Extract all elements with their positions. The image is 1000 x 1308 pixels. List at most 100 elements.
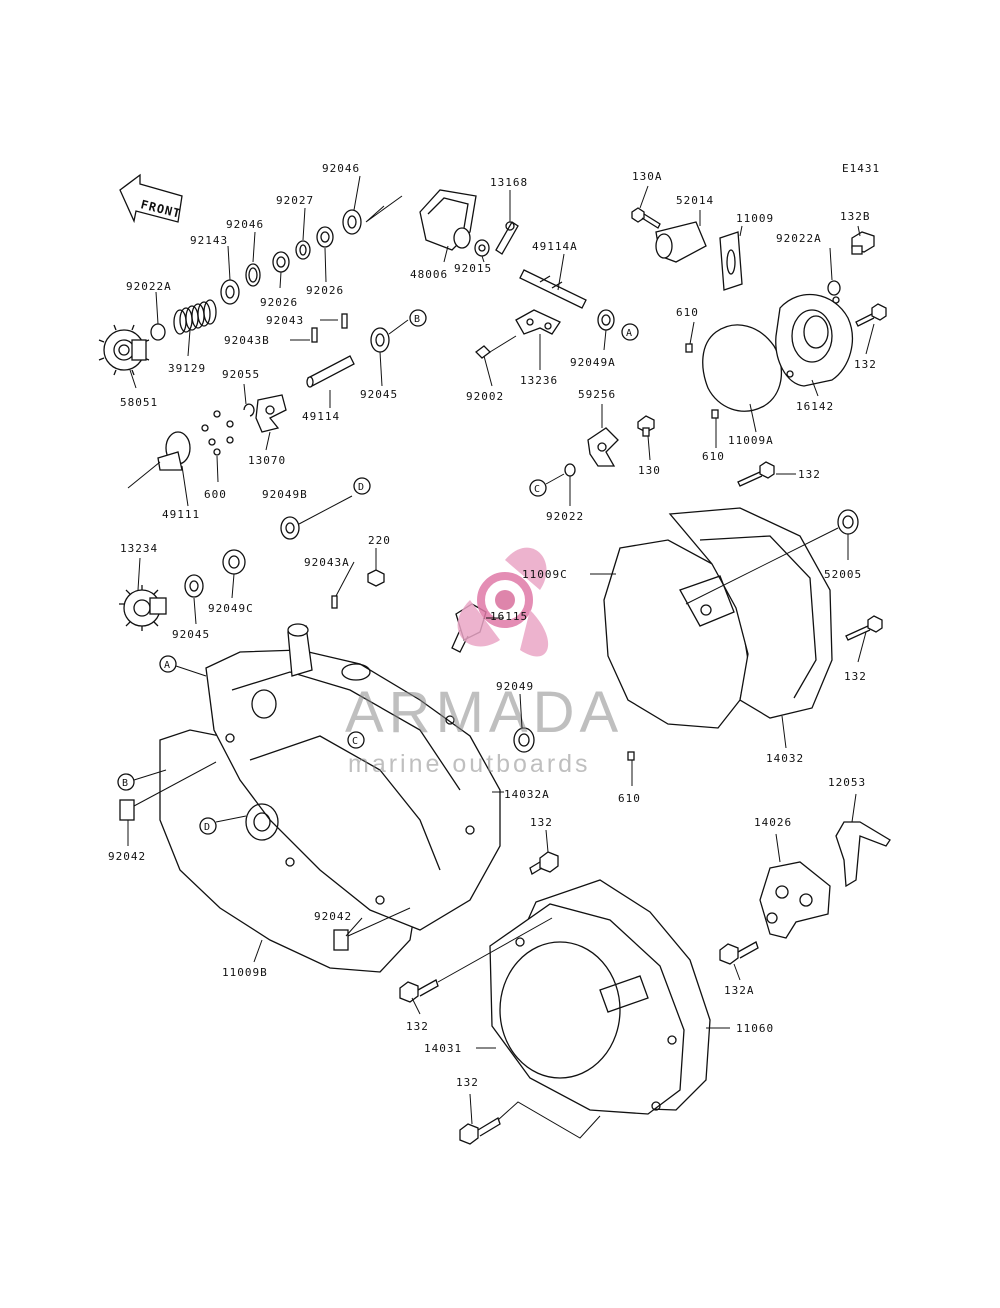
part-label: 92026 [306, 284, 344, 297]
bolt-icon [637, 415, 655, 437]
part-label: 92049B [262, 488, 308, 501]
washer-icon [827, 280, 841, 296]
bolt-icon [399, 979, 439, 1003]
pin-icon [311, 327, 318, 343]
part-label: 48006 [410, 268, 448, 281]
part-label: 11009B [222, 966, 268, 979]
part-label: 130 [638, 464, 661, 477]
svg-text:C: C [534, 484, 541, 495]
bolt-icon [719, 941, 759, 965]
part-label: 92042 [108, 850, 146, 863]
needle-bearing-icon [342, 209, 362, 235]
washer-icon [272, 251, 290, 273]
part-label: 92143 [190, 234, 228, 247]
part-label: 92049 [496, 680, 534, 693]
part-label: 92049A [570, 356, 616, 369]
part-label: 13070 [248, 454, 286, 467]
svg-text:D: D [204, 822, 211, 833]
part-label: 610 [618, 792, 641, 805]
bracket-icon [515, 309, 561, 335]
bolt-icon [459, 1117, 501, 1145]
bolt-icon [367, 569, 385, 587]
part-label: 13168 [490, 176, 528, 189]
diagram-code: E1431 [842, 162, 880, 175]
part-label: 132 [798, 468, 821, 481]
washer-icon [316, 226, 334, 248]
lever-icon [495, 221, 519, 255]
front-arrow-icon: FRONT [119, 173, 183, 224]
pin-icon [331, 595, 338, 609]
ball-icon [201, 410, 234, 456]
washer-icon [295, 240, 311, 260]
oil-seal-icon [370, 327, 390, 353]
part-label: 59256 [578, 388, 616, 401]
bearing-icon [220, 279, 240, 305]
part-label: 92043B [224, 334, 270, 347]
part-label: 92045 [172, 628, 210, 641]
bolt-icon [529, 851, 559, 875]
part-label: 92049C [208, 602, 254, 615]
part-label: 92046 [226, 218, 264, 231]
part-label: 92042 [314, 910, 352, 923]
circlip-icon [243, 403, 255, 417]
gear-icon [119, 585, 167, 631]
pump-impeller-icon [587, 427, 619, 467]
ref-marker-c: C [347, 731, 365, 749]
part-label: 600 [204, 488, 227, 501]
oil-seal-icon [597, 309, 615, 331]
ref-marker-d: D [199, 815, 247, 835]
part-label: 11060 [736, 1022, 774, 1035]
clutch-cover-icon [668, 507, 833, 719]
part-label: 52014 [676, 194, 714, 207]
part-label: 132 [456, 1076, 479, 1089]
oil-seal-icon [513, 727, 535, 753]
drain-bolt-icon [851, 231, 875, 255]
bearing-icon [222, 549, 246, 575]
bolt-icon [855, 303, 887, 327]
guide-icon [835, 821, 891, 888]
part-label: 92043 [266, 314, 304, 327]
pump-cap-icon [419, 189, 477, 251]
part-label: 92043A [304, 556, 350, 569]
bracket-icon [759, 861, 831, 939]
pump-cover-icon [775, 293, 853, 387]
svg-text:B: B [414, 314, 421, 325]
part-label: 610 [676, 306, 699, 319]
part-label: 92045 [360, 388, 398, 401]
gasket-icon [603, 539, 749, 729]
part-label: 220 [368, 534, 391, 547]
part-label: 13236 [520, 374, 558, 387]
part-label: 49111 [162, 508, 200, 521]
part-label: 92015 [454, 262, 492, 275]
gasket-icon [719, 231, 743, 291]
part-label: 39129 [168, 362, 206, 375]
dowel-icon [333, 929, 349, 951]
svg-text:D: D [358, 482, 365, 493]
part-label: 14026 [754, 816, 792, 829]
o-ring-icon [702, 324, 783, 412]
part-label: 92055 [222, 368, 260, 381]
ref-marker-a: A [159, 655, 207, 677]
part-label: 14031 [424, 1042, 462, 1055]
part-label: 92046 [322, 162, 360, 175]
part-label: 132B [840, 210, 871, 223]
part-label: 92026 [260, 296, 298, 309]
oil-seal-icon [837, 509, 859, 535]
svg-text:A: A [626, 328, 633, 339]
bolt-icon [475, 335, 517, 359]
part-label: 58051 [120, 396, 158, 409]
nut-icon [474, 239, 490, 257]
watermark-subtitle: marine outboards [348, 750, 591, 778]
water-elbow-icon [655, 221, 707, 263]
part-label: 132 [530, 816, 553, 829]
part-labels: 92046 92027 92046 92143 92026 92026 9202… [108, 162, 876, 1089]
bearing-icon [184, 574, 204, 598]
needle-bearing-icon [245, 263, 261, 287]
ref-marker-c: C [529, 473, 565, 497]
svg-text:A: A [164, 660, 171, 671]
bolt-icon [737, 461, 775, 487]
bolt-icon [631, 207, 661, 229]
part-label: 52005 [824, 568, 862, 581]
part-label: 16115 [490, 610, 528, 623]
part-label: 130A [632, 170, 663, 183]
